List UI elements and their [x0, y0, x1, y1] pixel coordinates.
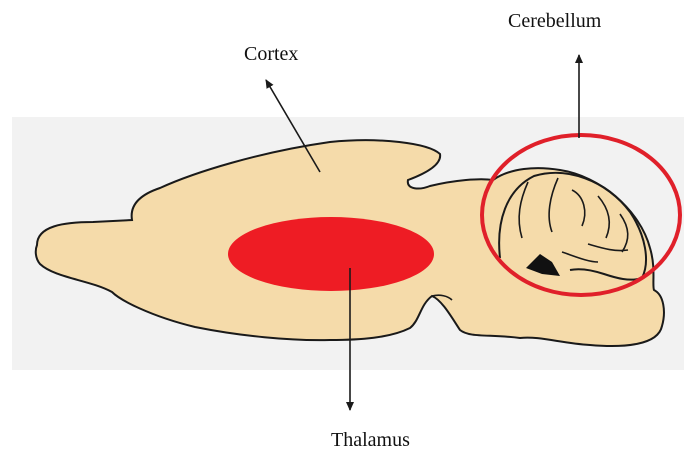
- cortex-label: Cortex: [244, 44, 298, 64]
- thalamus-label: Thalamus: [331, 430, 410, 450]
- thalamus-region: [228, 217, 434, 291]
- cerebellum-label: Cerebellum: [508, 11, 601, 31]
